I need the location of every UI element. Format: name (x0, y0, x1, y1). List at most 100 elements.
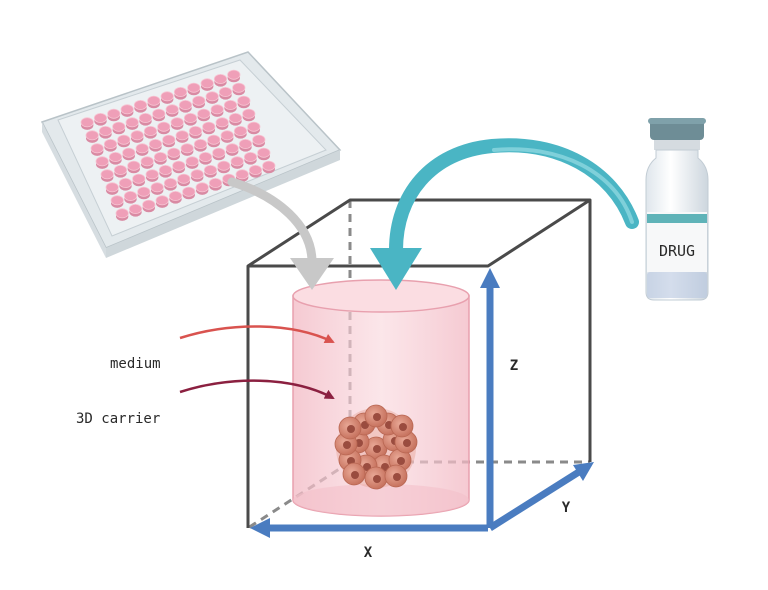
well (200, 78, 214, 89)
well (187, 82, 201, 93)
drug-label: DRUG (659, 242, 695, 260)
well (185, 156, 199, 167)
cell-nucleus (347, 425, 355, 433)
well (135, 143, 149, 154)
well (207, 134, 221, 145)
well (217, 160, 231, 171)
well (202, 121, 216, 132)
carrier-label: 3D carrier (76, 411, 160, 427)
well (143, 126, 158, 137)
well (248, 164, 263, 175)
axis-x-label: X (364, 545, 373, 561)
well (228, 113, 243, 124)
well (182, 186, 196, 197)
medium-arrow (179, 325, 335, 344)
well (157, 121, 171, 132)
well (242, 108, 256, 119)
well (93, 113, 108, 124)
well (197, 108, 211, 119)
well (235, 169, 249, 180)
well (152, 108, 166, 119)
well (238, 138, 253, 149)
well (133, 100, 148, 111)
well (118, 177, 133, 188)
well (188, 126, 203, 137)
plate-arrow (227, 177, 334, 290)
well (122, 147, 136, 158)
well (112, 121, 126, 132)
well (233, 126, 248, 137)
well (198, 151, 213, 162)
well (212, 147, 226, 158)
axis-y (488, 462, 594, 531)
cell-nucleus (373, 445, 381, 453)
cell-nucleus (381, 463, 389, 471)
well (262, 160, 276, 171)
well (178, 100, 193, 111)
well (103, 138, 118, 149)
well (147, 95, 161, 106)
well (230, 156, 244, 167)
well (172, 160, 186, 171)
cell-nucleus (361, 421, 369, 429)
well (137, 186, 151, 197)
axis-x (250, 518, 488, 538)
drug-vial-icon: DRUG (645, 118, 709, 301)
well (195, 182, 209, 193)
well (138, 113, 153, 124)
well (125, 117, 139, 128)
well (107, 108, 121, 119)
well (123, 190, 138, 201)
well (177, 173, 191, 184)
well (127, 160, 141, 171)
cell-nucleus (403, 439, 411, 447)
well (210, 104, 224, 115)
well (227, 69, 241, 80)
cell-nucleus (373, 413, 381, 421)
well (145, 169, 159, 180)
well (108, 151, 123, 162)
well (98, 126, 113, 137)
well (213, 74, 228, 85)
well (158, 164, 173, 175)
well (218, 87, 233, 98)
well (257, 147, 271, 158)
well (192, 95, 206, 106)
axis-z (480, 268, 500, 528)
well (175, 130, 189, 141)
cell-nucleus (363, 463, 371, 471)
medium-label: medium (110, 356, 161, 372)
well (115, 208, 129, 219)
well (168, 190, 183, 201)
well (148, 138, 163, 149)
well (232, 82, 246, 93)
well (167, 147, 181, 158)
well (155, 195, 169, 206)
well (237, 95, 251, 106)
well (220, 130, 234, 141)
well (243, 151, 258, 162)
well (105, 182, 119, 193)
cell-nucleus (373, 475, 381, 483)
well (153, 151, 168, 162)
well (142, 199, 156, 210)
well (208, 177, 223, 188)
well (205, 91, 219, 102)
cell-nucleus (343, 441, 351, 449)
cell-nucleus (397, 457, 405, 465)
well (95, 156, 109, 167)
well (113, 164, 128, 175)
well (90, 143, 104, 154)
well (252, 134, 266, 145)
well-plate-icon (40, 51, 342, 258)
carrier-arrow (179, 379, 335, 400)
well (120, 104, 134, 115)
well (150, 182, 164, 193)
cell-nucleus (399, 423, 407, 431)
well (165, 104, 179, 115)
axis-y-label: Y (562, 500, 571, 516)
well (80, 117, 94, 128)
well (247, 121, 261, 132)
